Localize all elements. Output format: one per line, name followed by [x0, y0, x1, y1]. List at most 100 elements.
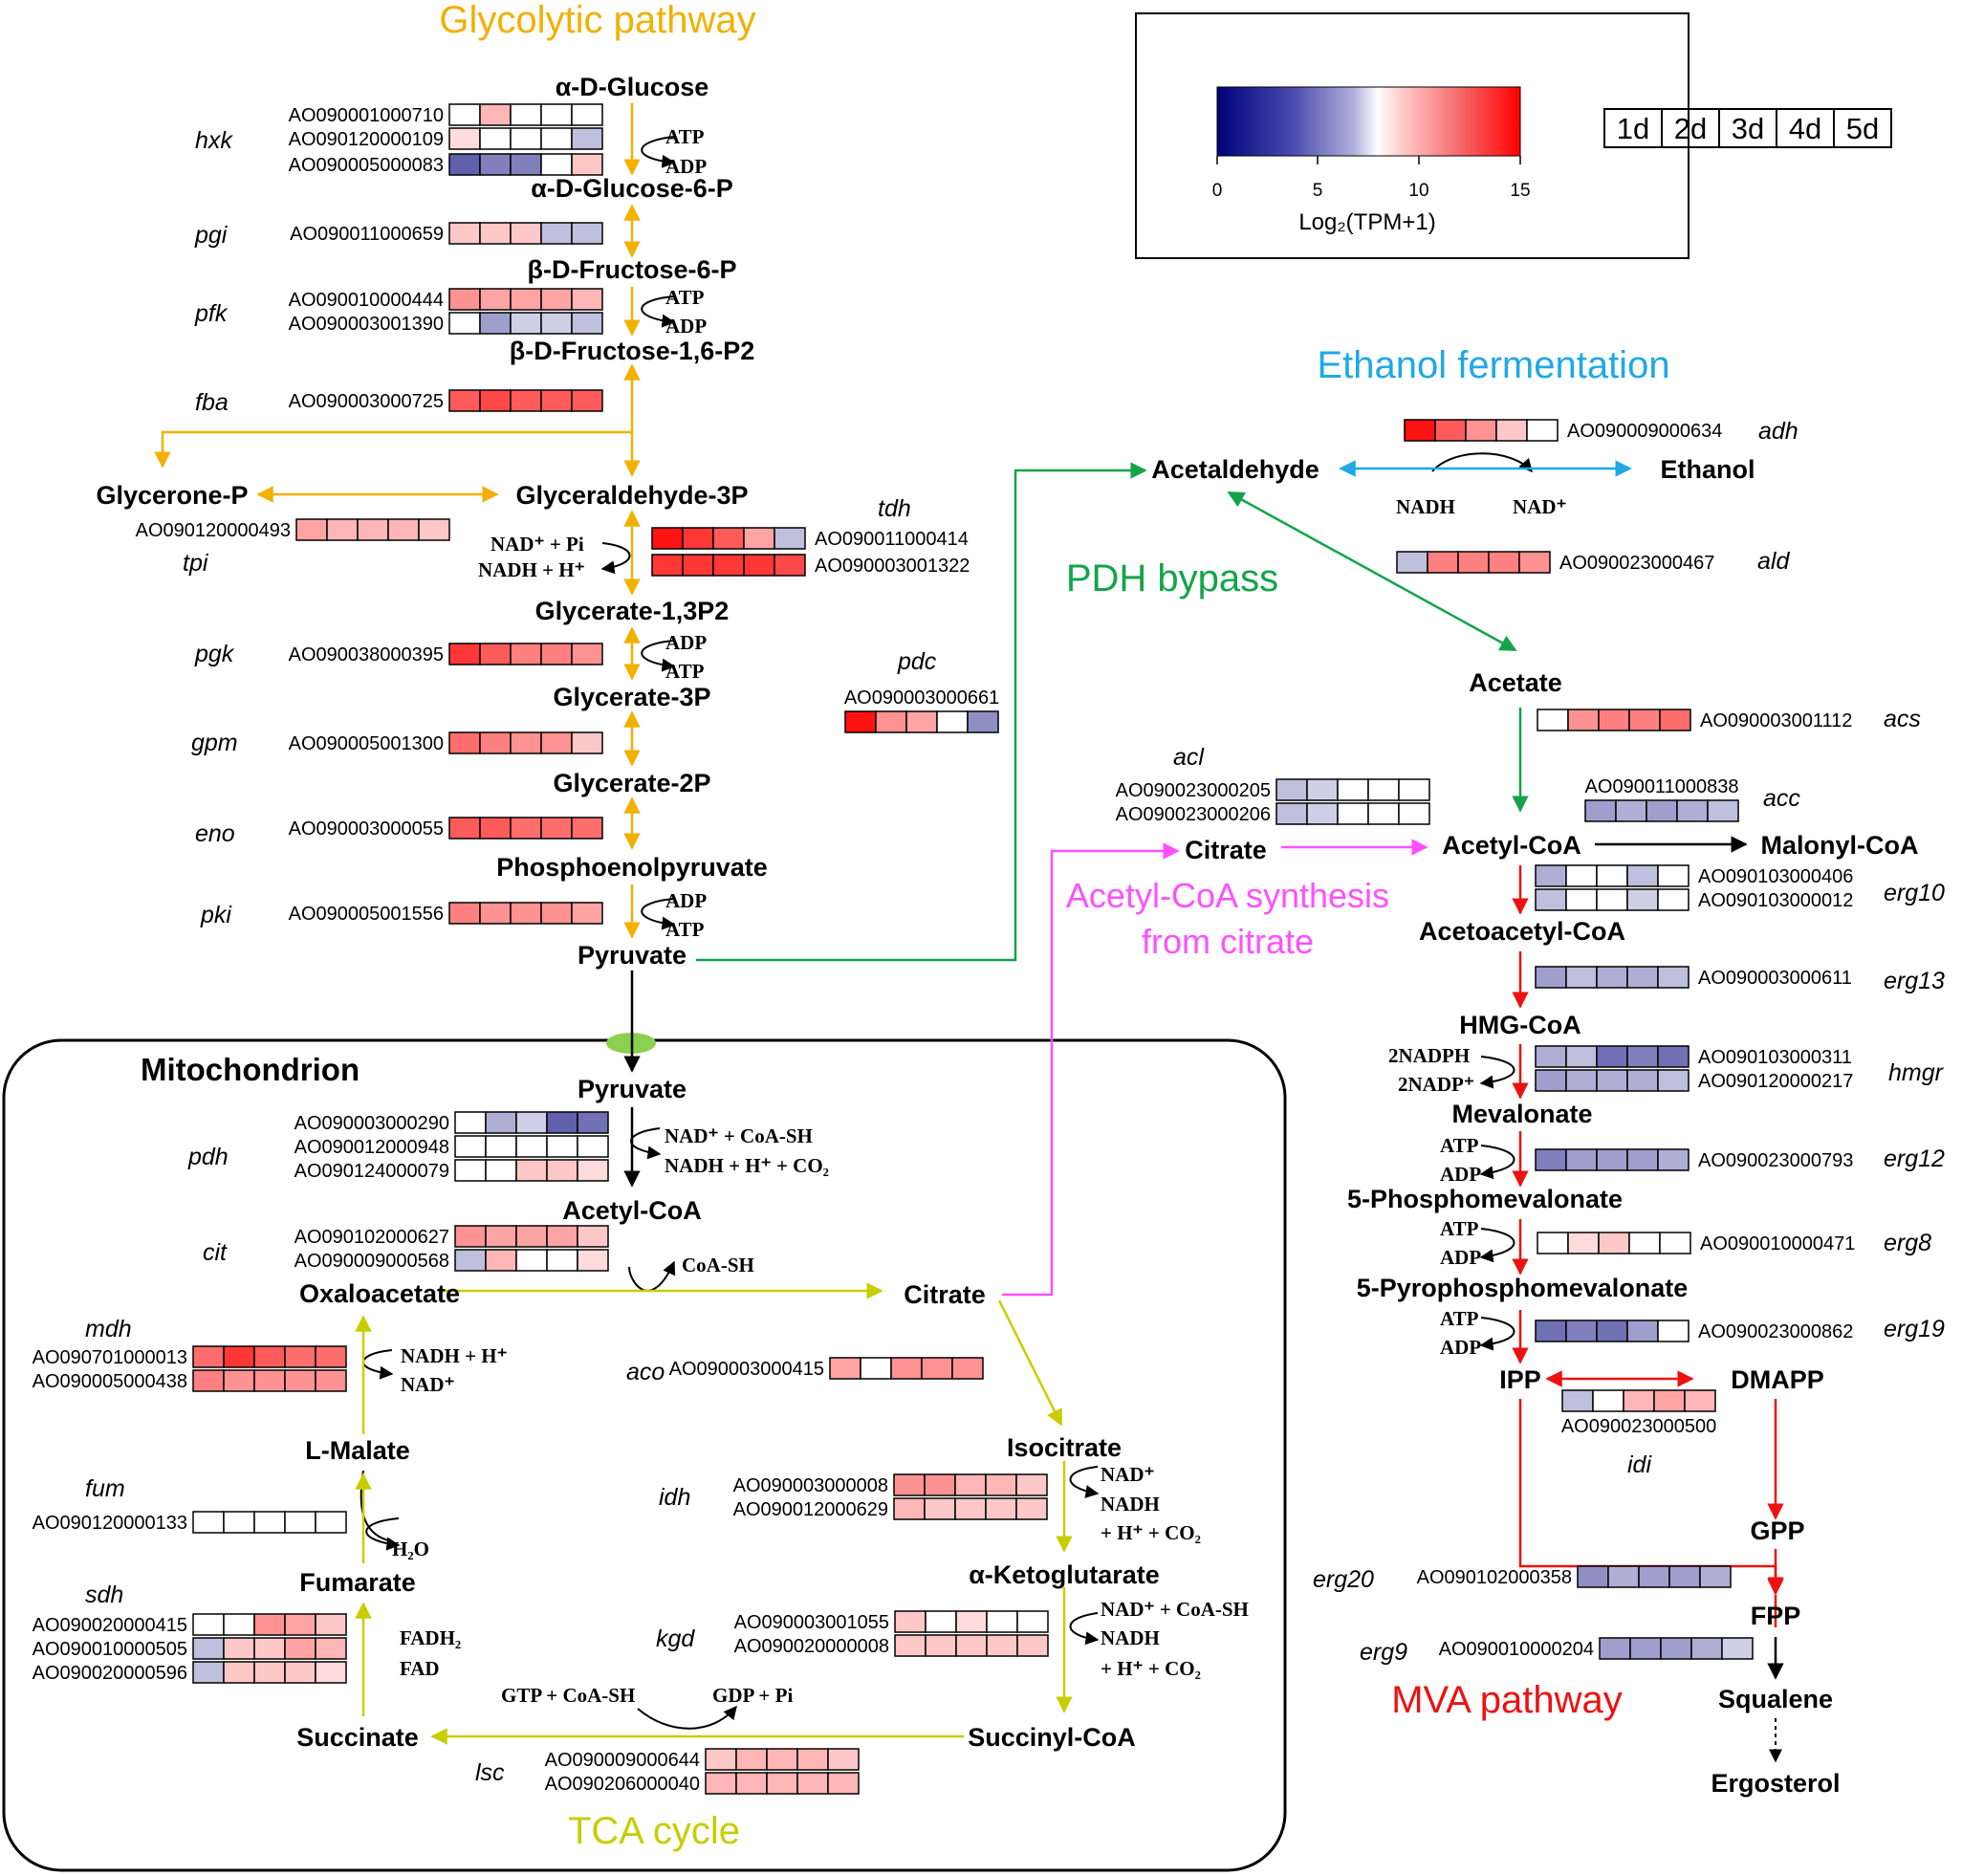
heatmap-cell [284, 1369, 316, 1392]
heatmap-row: AO090020000008 [734, 1634, 1049, 1657]
heatmap-cell [577, 1159, 609, 1182]
acetaldehyde-acetate-arrow [1227, 491, 1517, 652]
heatmap-cell [315, 1369, 347, 1392]
gene-id-label: AO090010000444 [289, 290, 444, 311]
heatmap-row: AO090102000358 [1417, 1565, 1732, 1588]
heatmap-cell [1629, 1637, 1662, 1660]
heatmap-cell [1626, 1148, 1659, 1171]
heatmap-row: AO090012000948 [294, 1135, 609, 1158]
heatmap-cell [705, 1772, 737, 1795]
heatmap-row: AO090003000290 [294, 1111, 609, 1134]
heatmap-cell [479, 222, 512, 245]
gene-name: kgd [656, 1625, 695, 1652]
heatmap-row: AO090103000406 [1535, 864, 1853, 887]
gene-id-label: AO090120000133 [33, 1513, 187, 1534]
title-mitochondrion: Mitochondrion [141, 1052, 360, 1087]
gene-name: mdh [85, 1316, 132, 1342]
heatmap-cell [192, 1345, 225, 1368]
heatmap-cell [1535, 1320, 1567, 1342]
cofactor-label: ATP [665, 286, 705, 309]
gene-id-label: AO090009000568 [294, 1251, 449, 1272]
heatmap-cell [1626, 1320, 1659, 1342]
gene-name: erg19 [1884, 1316, 1945, 1342]
title-glycolysis: Glycolytic pathway [439, 0, 755, 41]
metabolite-oxaloacetate: Oxaloacetate [299, 1279, 460, 1308]
gene-id-label: AO090124000079 [294, 1161, 449, 1182]
cofactor-label: NAD⁺ [401, 1373, 455, 1396]
metabolite-pyruvate-mito: Pyruvate [578, 1075, 687, 1103]
metabolite-dmapp: DMAPP [1731, 1365, 1824, 1394]
heatmap-cell [284, 1661, 316, 1684]
gene-name: adh [1758, 418, 1798, 445]
heatmap-cell [540, 222, 573, 245]
heatmap-row: AO090011000414 [651, 527, 969, 550]
gene-id-label: AO090102000358 [1417, 1567, 1572, 1588]
gene-id-label: AO090011000659 [290, 224, 444, 245]
heatmap-cell [1626, 888, 1659, 911]
metabolite-fructose-bisphosphate: β-D-Fructose-1,6-P2 [510, 337, 755, 365]
legend-tick: 15 [1510, 181, 1530, 201]
heatmap-cell [954, 1473, 987, 1496]
metabolite-5-phosphomevalonate: 5-Phosphomevalonate [1347, 1185, 1623, 1213]
heatmap-cell [515, 1111, 548, 1134]
heatmap-cell [223, 1637, 255, 1660]
metabolite-acetyl-coa-cytosol: Acetyl-CoA [1442, 831, 1581, 860]
gene-id-label: AO090023000862 [1698, 1321, 1853, 1342]
legend-tick: 10 [1408, 181, 1428, 201]
heatmap-cell [577, 1135, 609, 1158]
heatmap-cell [1457, 551, 1490, 574]
gene-id-label: AO090023000467 [1559, 553, 1714, 574]
heatmap-cell [326, 518, 359, 541]
heatmap-cell [1596, 1069, 1628, 1092]
heatmap-cell [1596, 1320, 1628, 1342]
gene-id-label: AO090005000083 [289, 155, 444, 176]
heatmap-row: AO090005000438 [33, 1369, 347, 1392]
heatmap-cell [479, 312, 512, 335]
legend-day: 4d [1789, 112, 1821, 145]
gene-id-label: AO090020000415 [33, 1615, 187, 1636]
gene-id-label: AO090003001055 [734, 1612, 889, 1633]
heatmap-cell [448, 312, 481, 335]
heatmap-row: AO090120000109 [289, 127, 603, 150]
heatmap-cell [735, 1772, 768, 1795]
heatmap-row: AO090103000012 [1535, 888, 1853, 911]
gene-name: pki [200, 902, 232, 928]
cofactor-label: FAD [400, 1657, 440, 1680]
heatmap-cell [1615, 799, 1647, 822]
heatmap-cell [540, 288, 573, 311]
gene-name: acs [1884, 706, 1921, 732]
heatmap-row: AO090005000083 [289, 153, 603, 176]
heatmap-cell [448, 222, 481, 245]
heatmap-cell [479, 731, 512, 754]
heatmap-cell [571, 643, 603, 665]
gene-id-label: AO090020000596 [33, 1663, 187, 1684]
gene-name: fum [85, 1475, 125, 1502]
heatmap-cell [284, 1613, 316, 1636]
metabolite-ergosterol: Ergosterol [1711, 1769, 1840, 1798]
heatmap-cell [1623, 1389, 1655, 1412]
heatmap-cell [682, 554, 714, 577]
heatmap-cell [192, 1613, 225, 1636]
gene-name: tdh [878, 495, 911, 522]
title-mva-pathway: MVA pathway [1391, 1679, 1623, 1721]
heatmap-cell [571, 153, 603, 176]
heatmap-cell [510, 288, 542, 311]
gene-id-label: AO090003000725 [289, 391, 444, 412]
heatmap-cell [1565, 864, 1598, 887]
heatmap-cell [284, 1511, 316, 1534]
heatmap-cell [1628, 709, 1661, 731]
heatmap-row: AO090010000204 [1439, 1637, 1754, 1660]
heatmap-cell [1367, 802, 1400, 825]
heatmap-cell [515, 1225, 548, 1248]
heatmap-cell [985, 1473, 1017, 1496]
heatmap-cell [1465, 419, 1497, 442]
heatmap-cell [1659, 1232, 1691, 1254]
heatmap-cell [1275, 778, 1308, 801]
heatmap-cell [1626, 1045, 1659, 1068]
heatmap-row: AO090020000596 [33, 1661, 347, 1684]
expression-heatmaps: AO090001000710AO090120000109AO0900050000… [33, 103, 1855, 1795]
heatmap-cell [735, 1748, 768, 1771]
heatmap-cell [485, 1135, 517, 1158]
heatmap-row: AO090003001112 [1537, 709, 1852, 731]
